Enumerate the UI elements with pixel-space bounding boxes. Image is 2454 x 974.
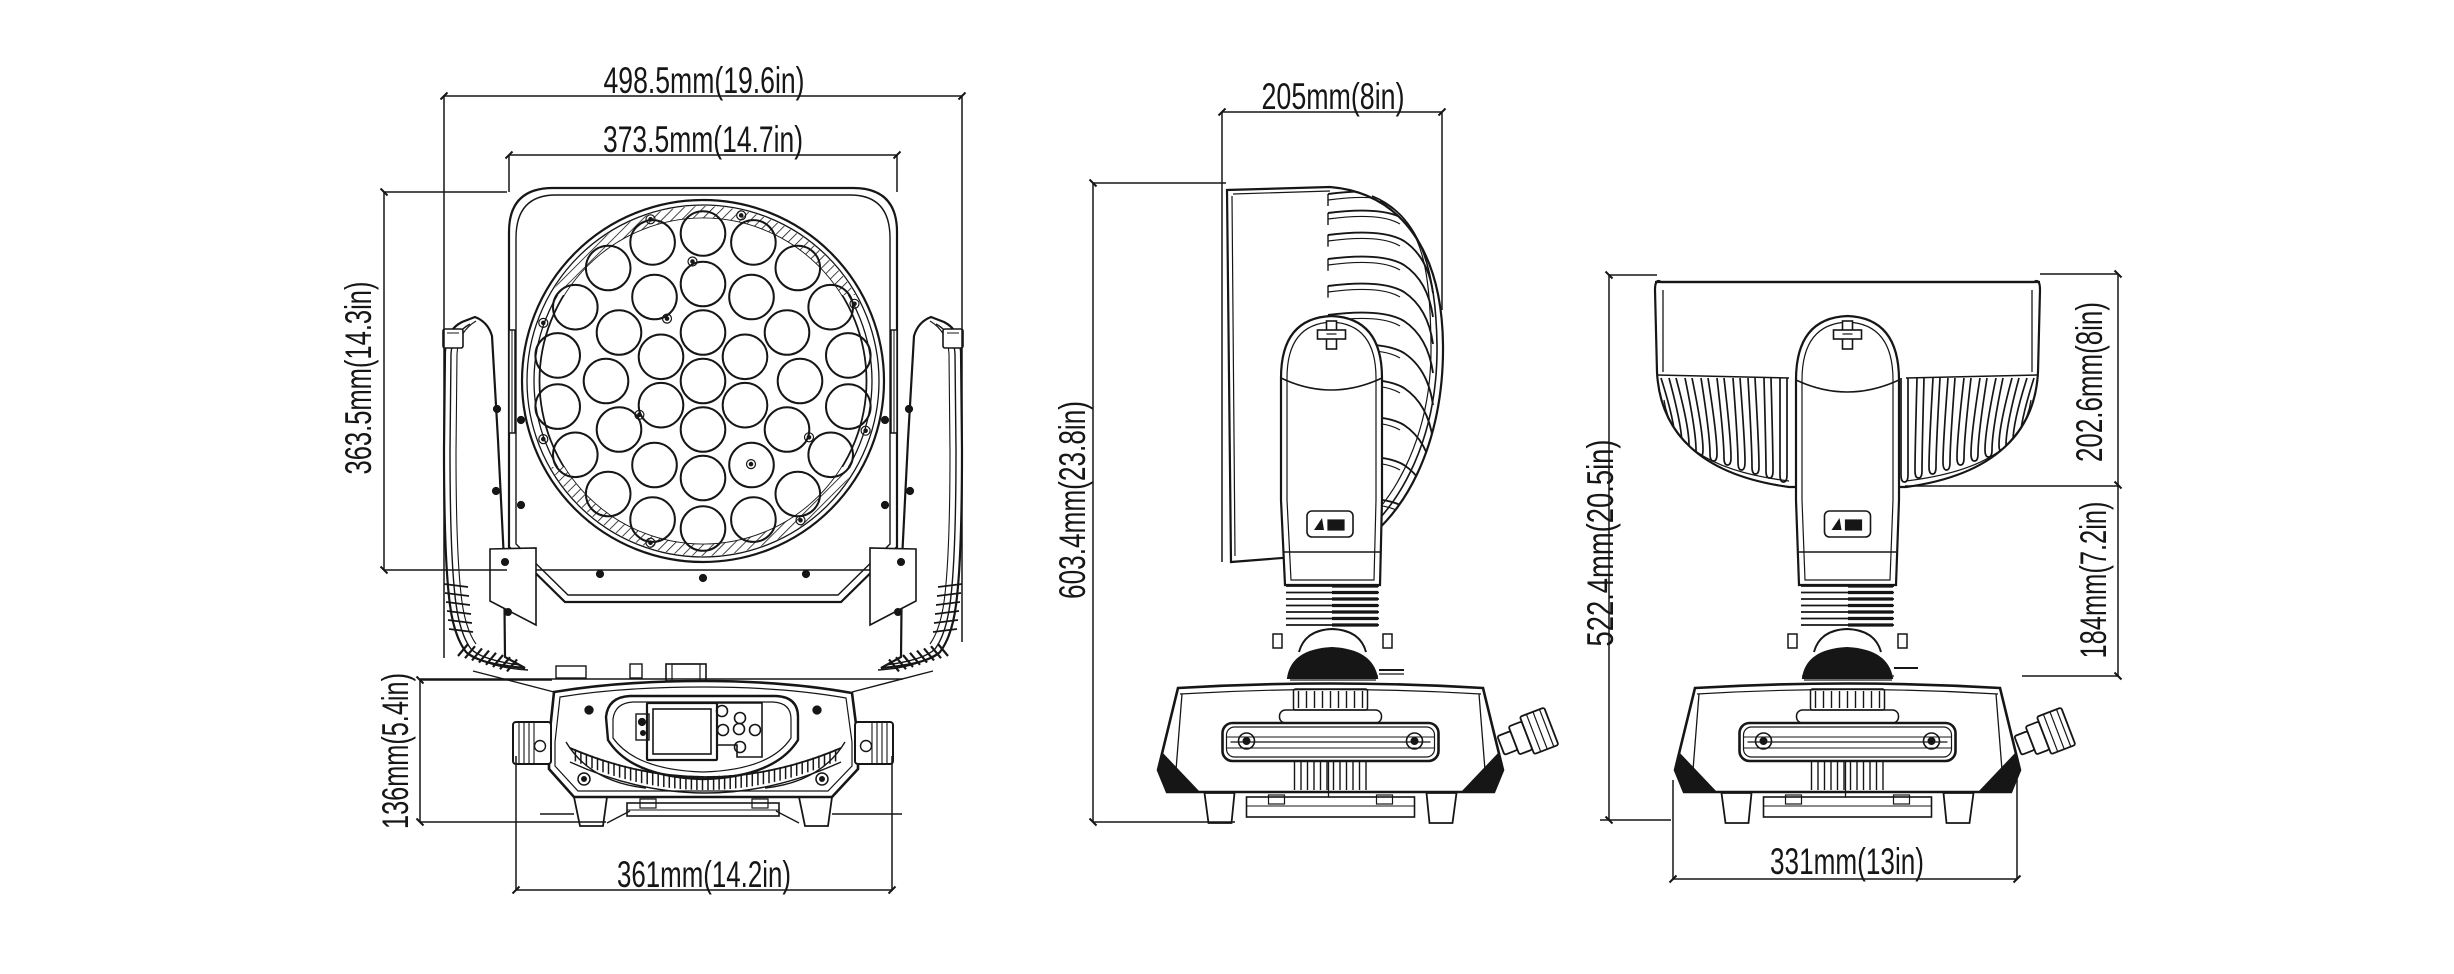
svg-text:184mm(7.2in): 184mm(7.2in)	[2073, 502, 2114, 659]
svg-text:363.5mm(14.3in): 363.5mm(14.3in)	[338, 282, 379, 475]
svg-text:331mm(13in): 331mm(13in)	[1770, 841, 1924, 882]
svg-text:136mm(5.4in): 136mm(5.4in)	[375, 673, 416, 829]
svg-text:373.5mm(14.7in): 373.5mm(14.7in)	[603, 119, 803, 160]
svg-text:205mm(8in): 205mm(8in)	[1262, 76, 1405, 117]
svg-text:202.6mm(8in): 202.6mm(8in)	[2069, 302, 2110, 462]
svg-text:361mm(14.2in): 361mm(14.2in)	[617, 854, 791, 895]
svg-text:603.4mm(23.8in): 603.4mm(23.8in)	[1052, 401, 1093, 599]
svg-text:498.5mm(19.6in): 498.5mm(19.6in)	[604, 60, 805, 101]
svg-text:522.4mm(20.5in): 522.4mm(20.5in)	[1580, 440, 1621, 647]
